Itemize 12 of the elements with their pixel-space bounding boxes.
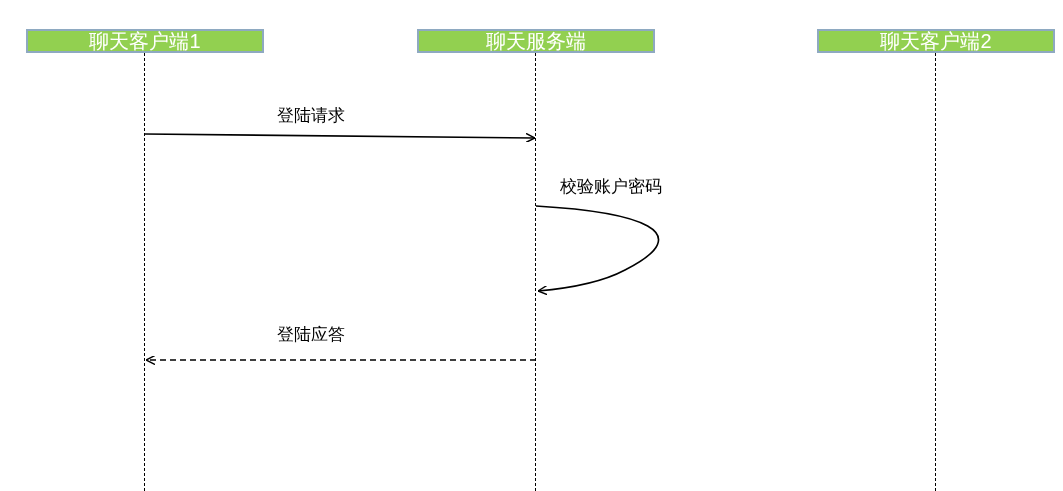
message-label: 校验账户密码: [558, 175, 664, 198]
lifeline: [144, 53, 145, 491]
lifeline: [535, 53, 536, 491]
message-label: 登陆应答: [275, 323, 347, 346]
message-label: 登陆请求: [275, 104, 347, 127]
lifeline: [935, 53, 936, 491]
message-arrow: [145, 354, 537, 366]
lifeline-header: 聊天客户端2: [817, 29, 1055, 53]
lifeline-header: 聊天服务端: [417, 29, 655, 53]
message-arrow: [144, 132, 536, 144]
lifeline-header: 聊天客户端1: [26, 29, 264, 53]
self-message-arrow: [535, 205, 660, 296]
